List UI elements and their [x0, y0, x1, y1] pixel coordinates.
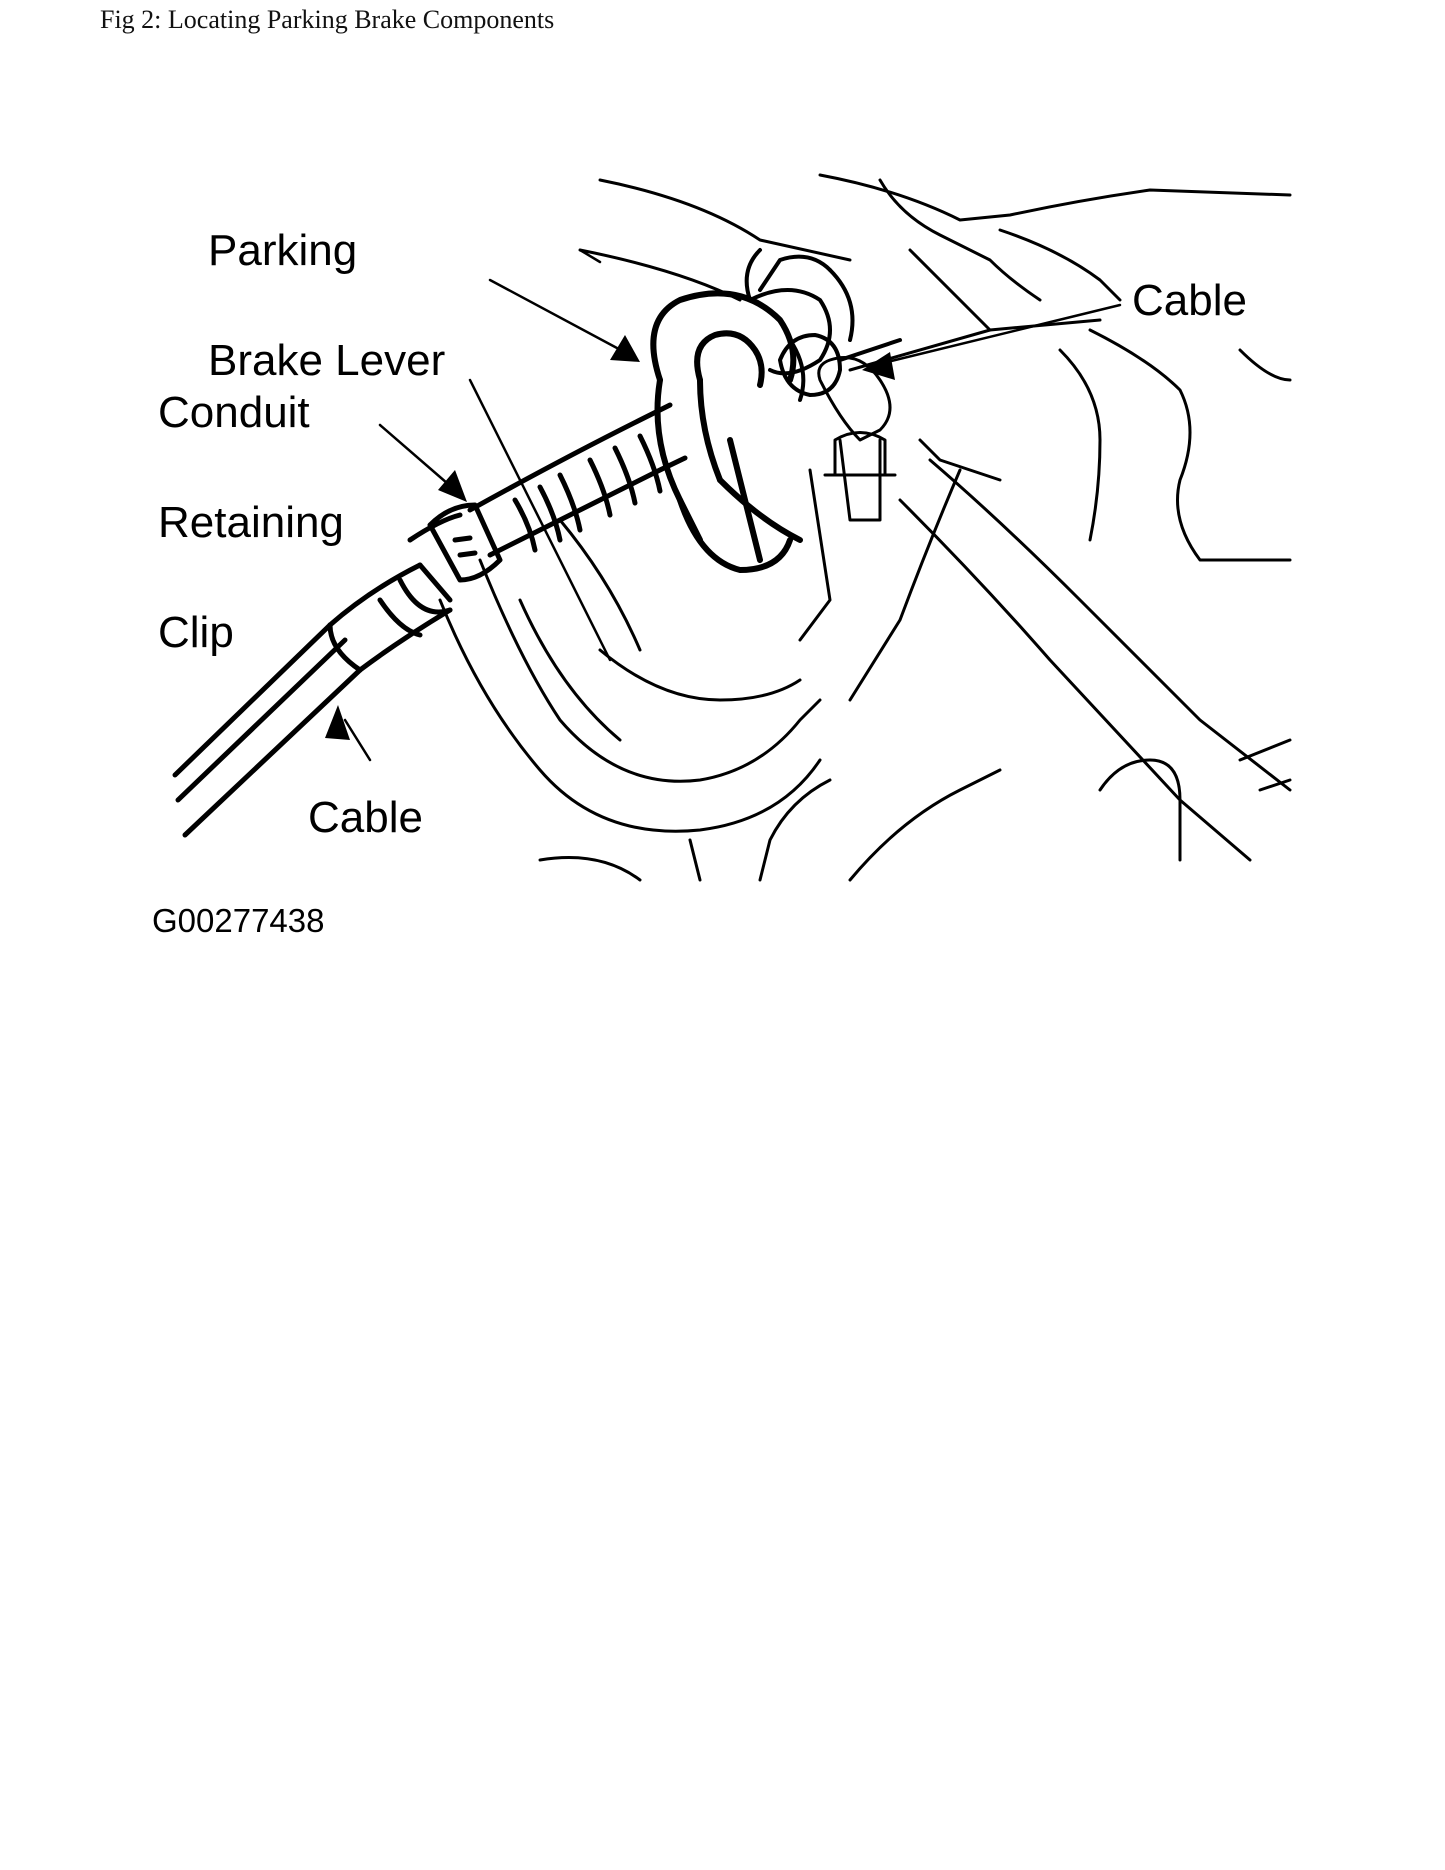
label-conduit-retaining-clip: Conduit Retaining Clip: [158, 330, 344, 715]
brake-conduit: [467, 402, 688, 558]
label-conduit-retaining-clip-line-3: Clip: [158, 608, 234, 657]
lower-cable: [172, 562, 453, 838]
conduit-retaining-clip-shape: [407, 502, 503, 583]
label-conduit-retaining-clip-line-1: Conduit: [158, 388, 310, 437]
label-parking-brake-lever-line-2: Brake Lever: [208, 336, 446, 385]
arrowhead-clip: [438, 470, 467, 502]
figure-id: G00277438: [152, 902, 325, 939]
cable-end-nut: [778, 333, 902, 397]
arrowhead-upper-cable: [862, 352, 895, 380]
label-parking-brake-lever: Parking Brake Lever: [208, 168, 445, 443]
figure-caption: Fig 2: Locating Parking Brake Components: [100, 5, 555, 34]
arrowhead-lever: [610, 335, 640, 362]
upper-cable: [848, 318, 1102, 372]
caliper-housing: [538, 173, 1292, 882]
leader-arrowheads: [325, 335, 895, 740]
label-cable-upper: Cable: [1132, 276, 1247, 325]
label-parking-brake-lever-line-1: Parking: [208, 226, 358, 275]
caliper-bolt: [823, 431, 897, 477]
label-conduit-retaining-clip-line-2: Retaining: [158, 498, 344, 547]
mounting-bracket: [438, 518, 822, 833]
leader-lines: [343, 248, 1122, 762]
label-cable-lower: Cable: [308, 793, 423, 842]
arrowhead-lower-cable: [325, 705, 350, 740]
parking-brake-lever: [650, 290, 803, 573]
parking-brake-line-art: [172, 173, 1292, 882]
parking-brake-illustration: [172, 173, 1292, 882]
